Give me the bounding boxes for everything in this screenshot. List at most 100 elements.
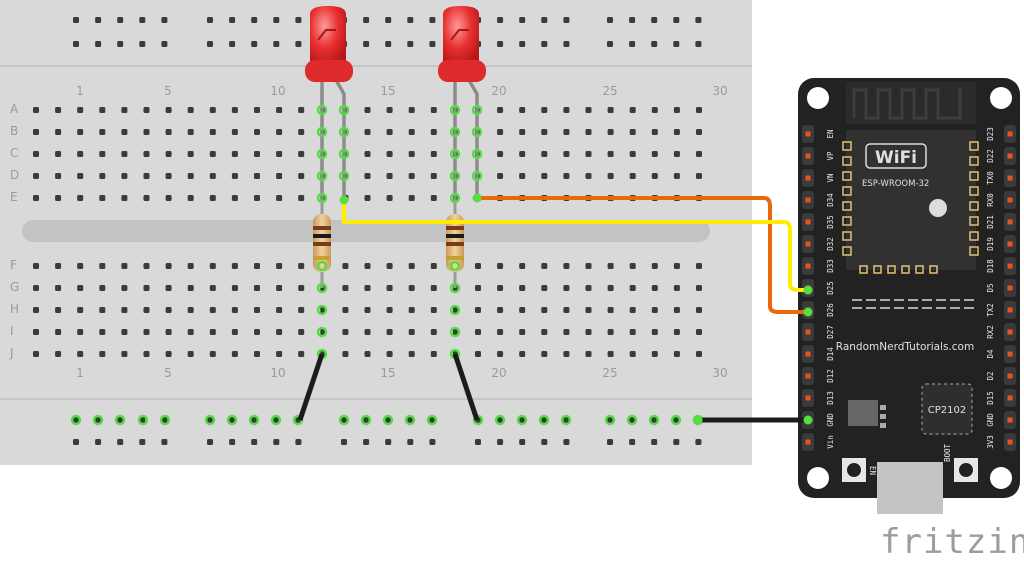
breadboard-hole[interactable]	[121, 285, 128, 291]
power-rail-hole[interactable]	[695, 17, 702, 23]
breadboard-hole[interactable]	[143, 351, 150, 357]
breadboard-hole[interactable]	[231, 263, 238, 269]
breadboard-hole[interactable]	[209, 173, 216, 179]
breadboard-hole[interactable]	[651, 307, 658, 313]
breadboard-hole[interactable]	[99, 151, 106, 157]
power-rail-hole[interactable]	[207, 41, 213, 47]
power-rail-hole[interactable]	[519, 439, 526, 445]
breadboard-hole[interactable]	[408, 173, 415, 179]
breadboard-hole[interactable]	[254, 195, 260, 201]
breadboard-hole[interactable]	[77, 351, 84, 357]
breadboard-hole[interactable]	[99, 195, 106, 201]
breadboard-hole[interactable]	[231, 307, 238, 313]
breadboard-hole[interactable]	[673, 107, 680, 113]
power-rail-hole[interactable]	[651, 417, 658, 423]
power-rail-hole[interactable]	[73, 41, 79, 47]
breadboard-hole[interactable]	[673, 329, 680, 335]
power-rail-hole[interactable]	[563, 439, 570, 445]
breadboard-hole[interactable]	[430, 351, 437, 357]
breadboard-hole[interactable]	[121, 151, 128, 157]
yellow-wire[interactable]	[342, 202, 808, 292]
breadboard-hole[interactable]	[55, 307, 62, 313]
breadboard-hole[interactable]	[121, 263, 128, 269]
power-rail-hole[interactable]	[161, 17, 168, 23]
breadboard-hole[interactable]	[55, 351, 62, 357]
breadboard-hole[interactable]	[99, 285, 106, 291]
breadboard-hole[interactable]	[298, 195, 305, 201]
power-rail-hole[interactable]	[229, 439, 236, 445]
breadboard-hole[interactable]	[77, 173, 84, 179]
ground-wire-1[interactable]	[297, 353, 325, 421]
orange-wire[interactable]	[477, 196, 808, 314]
power-rail-hole[interactable]	[541, 417, 548, 423]
breadboard-hole[interactable]	[585, 329, 592, 335]
breadboard-hole[interactable]	[165, 173, 172, 179]
breadboard-hole[interactable]	[541, 151, 548, 157]
breadboard-hole[interactable]	[55, 285, 62, 291]
power-rail-hole[interactable]	[95, 41, 102, 47]
power-rail-hole[interactable]	[695, 439, 702, 445]
breadboard-hole[interactable]	[651, 263, 658, 269]
power-rail-hole[interactable]	[295, 17, 302, 23]
power-rail-hole[interactable]	[519, 41, 526, 47]
breadboard-hole[interactable]	[209, 129, 216, 135]
power-rail-hole[interactable]	[295, 41, 302, 47]
breadboard-hole[interactable]	[187, 151, 194, 157]
breadboard-hole[interactable]	[364, 195, 371, 201]
breadboard-hole[interactable]	[99, 307, 106, 313]
breadboard-hole[interactable]	[254, 329, 260, 335]
power-rail-hole[interactable]	[629, 439, 636, 445]
breadboard-hole[interactable]	[673, 263, 680, 269]
breadboard-hole[interactable]	[231, 195, 238, 201]
power-rail-hole[interactable]	[251, 17, 258, 23]
power-rail-hole[interactable]	[161, 417, 168, 423]
breadboard-hole[interactable]	[563, 285, 570, 291]
power-rail-hole[interactable]	[341, 439, 347, 445]
breadboard-hole[interactable]	[254, 307, 260, 313]
breadboard-hole[interactable]	[165, 129, 172, 135]
breadboard-hole[interactable]	[254, 351, 260, 357]
power-rail-hole[interactable]	[407, 41, 414, 47]
breadboard-hole[interactable]	[629, 107, 636, 113]
breadboard-hole[interactable]	[607, 263, 614, 269]
breadboard-hole[interactable]	[696, 307, 702, 313]
power-rail-hole[interactable]	[385, 417, 392, 423]
breadboard-hole[interactable]	[519, 173, 526, 179]
breadboard-hole[interactable]	[607, 173, 614, 179]
breadboard-hole[interactable]	[475, 307, 481, 313]
breadboard-hole[interactable]	[209, 351, 216, 357]
breadboard-hole[interactable]	[629, 263, 636, 269]
breadboard-hole[interactable]	[408, 107, 415, 113]
power-rail-hole[interactable]	[385, 17, 392, 23]
breadboard-hole[interactable]	[99, 263, 106, 269]
breadboard-hole[interactable]	[165, 263, 172, 269]
breadboard-hole[interactable]	[187, 129, 194, 135]
breadboard-hole[interactable]	[254, 285, 260, 291]
breadboard-hole[interactable]	[121, 329, 128, 335]
breadboard-hole[interactable]	[386, 307, 393, 313]
power-rail-hole[interactable]	[251, 417, 258, 423]
breadboard-hole[interactable]	[607, 151, 614, 157]
breadboard-hole[interactable]	[364, 351, 371, 357]
breadboard-hole[interactable]	[585, 107, 592, 113]
breadboard-hole[interactable]	[143, 329, 150, 335]
power-rail-hole[interactable]	[363, 417, 370, 423]
breadboard-hole[interactable]	[342, 351, 349, 357]
breadboard-hole[interactable]	[276, 307, 283, 313]
power-rail-hole[interactable]	[519, 17, 526, 23]
power-rail-hole[interactable]	[475, 439, 481, 445]
power-rail-hole[interactable]	[497, 417, 504, 423]
breadboard-hole[interactable]	[408, 151, 415, 157]
breadboard-hole[interactable]	[209, 307, 216, 313]
breadboard-hole[interactable]	[231, 173, 238, 179]
breadboard-hole[interactable]	[607, 351, 614, 357]
breadboard-hole[interactable]	[33, 173, 39, 179]
power-rail-hole[interactable]	[251, 439, 258, 445]
breadboard-hole[interactable]	[276, 329, 283, 335]
breadboard-hole[interactable]	[77, 307, 84, 313]
power-rail-hole[interactable]	[673, 41, 680, 47]
breadboard-hole[interactable]	[121, 129, 128, 135]
breadboard-hole[interactable]	[541, 285, 548, 291]
breadboard-hole[interactable]	[475, 351, 481, 357]
breadboard-hole[interactable]	[276, 107, 283, 113]
